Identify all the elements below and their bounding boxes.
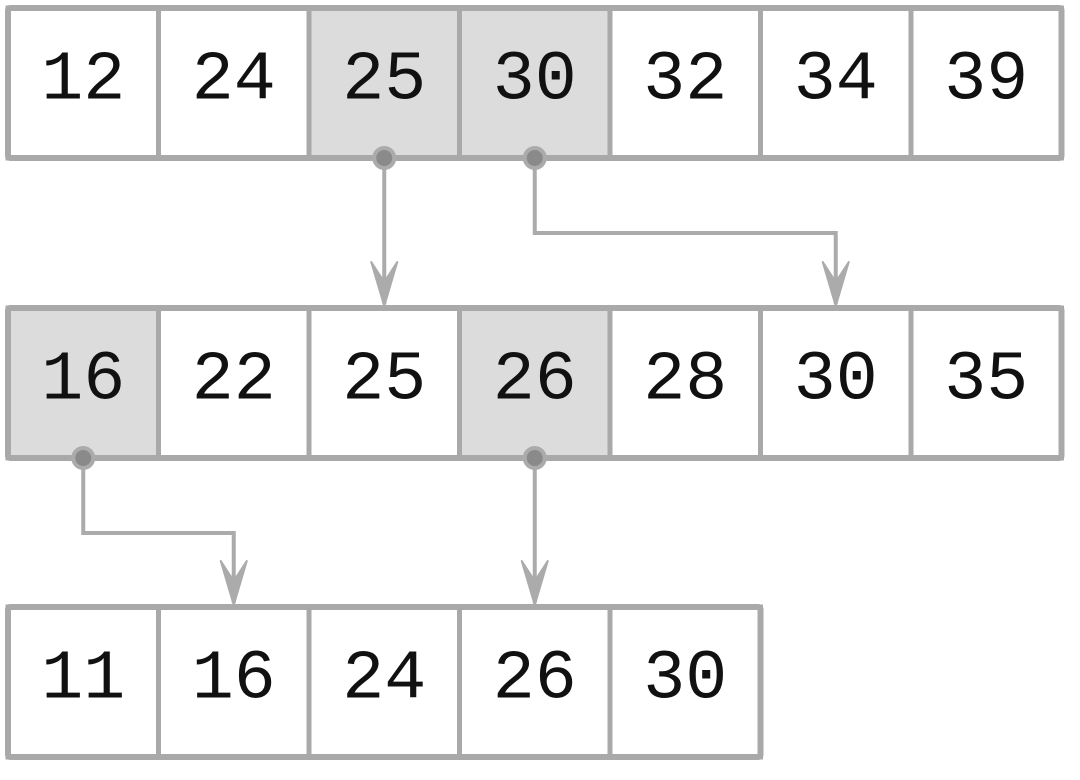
arrowhead-icon [821,261,850,307]
arrowhead-icon [520,560,549,606]
array-3-cell: 30 [607,604,763,760]
cell-value: 22 [192,342,276,421]
cell-value: 16 [192,641,276,720]
array-2-cell: 28 [607,305,763,461]
array-2-cell: 25 [306,305,462,461]
links-layer [81,158,850,606]
cell-value: 35 [944,342,1028,421]
cell-value: 24 [342,641,426,720]
cell-value: 26 [493,342,577,421]
pointer-dot-icon [71,446,96,470]
array-2-cell: 16 [5,305,161,461]
array-3-cell: 11 [5,604,161,760]
pointer-dot-icon [372,146,397,170]
array-1-cell: 34 [758,5,914,161]
cell-value: 34 [794,42,878,121]
cell-value: 30 [493,42,577,121]
cell-box [908,305,1064,461]
array-3-cell: 16 [156,604,312,760]
array-3-outline [5,604,764,760]
cell-value: 24 [192,42,276,121]
pointer-arrow [81,458,248,606]
cell-value: 12 [41,42,125,121]
array-3-cell: 26 [457,604,613,760]
cell-value: 11 [41,641,125,720]
arrow-line [532,158,838,304]
cell-value: 39 [944,42,1028,121]
cell-value: 26 [493,641,577,720]
cell-value: 30 [643,641,727,720]
cell-value: 32 [643,42,727,121]
cell-value: 28 [643,342,727,421]
cell-box [908,5,1064,161]
array-2-cell: 22 [156,305,312,461]
pointer-arrow [370,158,399,307]
pointer-dot-icon [522,446,547,470]
arrow-line [81,458,236,603]
cell-value: 16 [41,342,125,421]
array-1-cell: 24 [156,5,312,161]
pointer-arrow [520,458,549,606]
array-1-cell: 32 [607,5,763,161]
array-2-cell: 30 [758,305,914,461]
arrowhead-icon [219,560,248,606]
array-3: 11 16 24 26 30 [5,604,764,760]
array-1: 12 24 25 30 32 34 39 [5,5,1065,161]
pointer-arrow [532,158,850,307]
array-3-cell: 24 [306,604,462,760]
dots-layer [71,146,547,470]
pointer-dot-icon [522,146,547,170]
cell-value: 30 [794,342,878,421]
cell-value: 25 [342,342,426,421]
array-2: 16 22 25 26 28 30 35 [5,305,1065,461]
array-1-cell: 25 [306,5,462,161]
array-2-cell: 26 [457,305,613,461]
arrowhead-icon [370,261,399,307]
array-1-cell: 12 [5,5,161,161]
arrays-layer: 12 24 25 30 32 34 39 16 22 25 26 28 30 35 11 16 24 26 30 [5,5,1065,760]
cell-value: 25 [342,42,426,121]
cell-box [5,5,161,161]
array-2-cell: 35 [908,305,1064,461]
array-1-cell: 30 [457,5,613,161]
array-1-cell: 39 [908,5,1064,161]
